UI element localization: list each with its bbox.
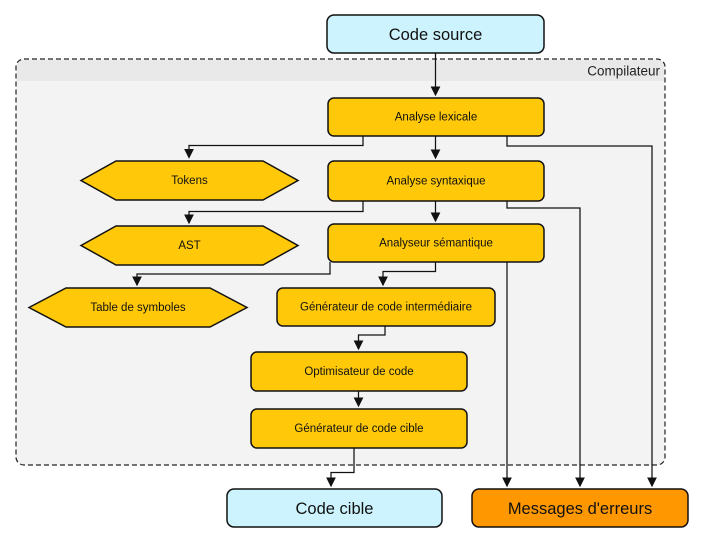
analyse-lexicale-box: [327, 97, 545, 137]
node-optimisateur: Optimisateur de code: [250, 351, 468, 392]
edge-gen-intermediaire-to-optimisateur: [353, 326, 386, 351]
node-analyse-syntaxique: Analyse syntaxique: [327, 160, 545, 202]
gen-cible-box: [250, 408, 468, 449]
edge-analyseur-semantique-to-table-symboles: [132, 262, 331, 287]
gen-intermediaire-box: [276, 287, 496, 327]
edge-analyse-syntaxique-to-ast: [184, 201, 364, 225]
node-table-symboles: Table de symboles: [27, 287, 249, 328]
code-cible-label: Code cible: [296, 500, 374, 518]
analyseur-semantique-label: Analyseur sémantique: [379, 238, 493, 250]
compiler-container-band: [17, 60, 664, 81]
edge-analyse-syntaxique-to-messages-erreurs: [506, 201, 585, 488]
ast-hexagon: [79, 225, 300, 266]
messages-erreurs-box: [471, 488, 689, 528]
tokens-label: Tokens: [171, 175, 208, 187]
edge-analyse-lexicale-to-messages-erreurs: [506, 136, 657, 488]
analyse-syntaxique-label: Analyse syntaxique: [386, 176, 485, 188]
node-gen-cible: Générateur de code cible: [250, 408, 468, 449]
analyse-syntaxique-box: [327, 160, 545, 202]
code-cible-box: [226, 488, 443, 528]
ast-label: AST: [178, 240, 200, 252]
node-tokens: Tokens: [79, 160, 300, 201]
node-code-cible: Code cible: [226, 488, 443, 528]
messages-erreurs-label: Messages d'erreurs: [508, 500, 652, 518]
node-gen-intermediaire: Générateur de code intermédiaire: [276, 287, 496, 327]
edge-analyseur-semantique-to-gen-intermediaire: [378, 262, 437, 287]
analyse-lexicale-label: Analyse lexicale: [395, 112, 477, 124]
edge-gen-cible-to-code-cible: [326, 448, 355, 488]
optimisateur-box: [250, 351, 468, 392]
edge-analyse-lexicale-to-tokens: [184, 136, 364, 159]
table-symboles-label: Table de symboles: [90, 302, 185, 314]
table-symboles-hexagon: [27, 287, 249, 328]
gen-cible-label: Générateur de code cible: [294, 423, 423, 435]
analyseur-semantique-box: [327, 223, 545, 263]
tokens-hexagon: [79, 160, 300, 201]
node-messages-erreurs: Messages d'erreurs: [471, 488, 689, 528]
code-source-label: Code source: [389, 26, 483, 44]
node-ast: AST: [79, 225, 300, 266]
edges: [132, 53, 657, 488]
node-code-source: Code source: [326, 14, 545, 54]
code-source-box: [326, 14, 545, 54]
optimisateur-label: Optimisateur de code: [304, 366, 413, 378]
gen-intermediaire-label: Générateur de code intermédiaire: [300, 302, 472, 314]
node-analyseur-semantique: Analyseur sémantique: [327, 223, 545, 263]
node-analyse-lexicale: Analyse lexicale: [327, 97, 545, 137]
compiler-container-label: Compilateur: [587, 64, 660, 79]
